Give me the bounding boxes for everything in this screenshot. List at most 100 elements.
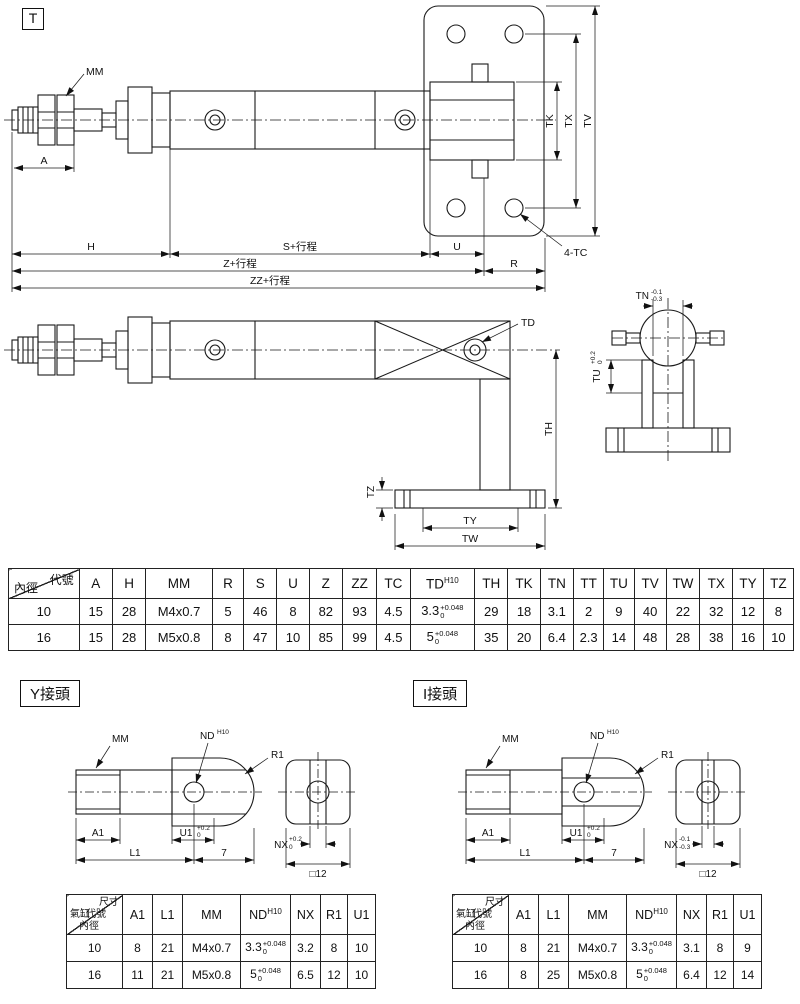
diag-bore-label: 內徑 xyxy=(14,581,39,595)
y-joint-drawing: MM ND H10 R1 A1 U1 +0.2 0 L1 7 NX +0.2 0… xyxy=(68,729,358,880)
bore-cell: 16 xyxy=(452,961,509,989)
side-view-dimensions xyxy=(376,323,562,550)
cell: 99 xyxy=(341,624,378,651)
col-header-U1: U1 xyxy=(733,894,762,935)
cell: 14 xyxy=(603,624,635,651)
cell: 82 xyxy=(308,598,343,625)
col-header-H: H xyxy=(111,568,147,599)
r1-label: R1 xyxy=(271,750,284,761)
i-table-diagonal-header: 尺寸 代號 氣缸 內徑 xyxy=(452,894,509,935)
a-dim-label: A xyxy=(40,155,47,167)
nd-header-text: ND xyxy=(635,908,654,923)
tol-value: 3.3 xyxy=(421,603,440,619)
i-joint-drawing: MM ND H10 R1 A1 U1 +0.2 0 L1 7 NX -0.1 -… xyxy=(458,729,748,880)
cell: 25 xyxy=(538,961,569,989)
tu-tol-lower: 0 xyxy=(597,360,604,364)
diag-bore-label: 內徑 xyxy=(465,921,485,932)
cell: 14 xyxy=(733,961,762,989)
u1-tol-upper: +0.2 xyxy=(197,825,210,832)
tn-dim-label: TN xyxy=(636,291,649,302)
cell: 15 xyxy=(78,598,113,625)
cell: 12 xyxy=(320,961,348,989)
zz-stroke-dim-label: ZZ+行程 xyxy=(250,274,290,287)
cell: M5x0.8 xyxy=(182,961,241,989)
cell: 8 xyxy=(508,934,539,962)
cell: 85 xyxy=(308,624,343,651)
i-joint-table: 尺寸 代號 氣缸 內徑 A1 L1 MM NDH10 NX R1 U1 10 8… xyxy=(452,894,762,989)
tw-dim-label: TW xyxy=(462,533,478,545)
i-joint-dimensions xyxy=(465,742,741,868)
bore-cell: 10 xyxy=(66,934,123,962)
cell: 32 xyxy=(699,598,734,625)
cell: M5x0.8 xyxy=(568,961,627,989)
col-header-L1: L1 xyxy=(538,894,569,935)
col-header-TY: TY xyxy=(732,568,764,599)
cell: 16 xyxy=(732,624,764,651)
tol-lower: 0 xyxy=(434,636,440,646)
tol-value: 5 xyxy=(250,967,257,982)
col-header-A1: A1 xyxy=(122,894,153,935)
tz-dim-label: TZ xyxy=(366,486,377,498)
col-header-A: A xyxy=(78,568,113,599)
z-stroke-dim-label: Z+行程 xyxy=(223,257,257,270)
col-header-S: S xyxy=(243,568,278,599)
a1-dim-label: A1 xyxy=(482,828,495,839)
diag-bore-label: 內徑 xyxy=(79,921,99,932)
tu-dim-label-group: TU +0.2 0 xyxy=(590,351,604,383)
cell: 6.4 xyxy=(676,961,707,989)
cylinder-technical-drawing: MM A H S+行程 U R Z+行程 ZZ+行程 TK TX TV 4-TC xyxy=(4,5,731,550)
col-header-MM: MM xyxy=(182,894,241,935)
col-header-TC: TC xyxy=(376,568,411,599)
cell: 11 xyxy=(122,961,153,989)
diag-size-label: 尺寸 xyxy=(485,897,505,908)
h-dim-label: H xyxy=(87,241,95,253)
diag-cylinder-label: 氣缸 xyxy=(70,909,90,920)
nd-header-text: ND xyxy=(249,908,268,923)
cell: 10 xyxy=(347,934,376,962)
nx-tol-lower: -0.3 xyxy=(679,844,691,851)
tol-lower: 0 xyxy=(440,610,445,620)
main-table-header-row: 代號 內徑 A H MM R S U Z ZZ TC TDH10 TH TK T… xyxy=(8,568,795,599)
col-header-U: U xyxy=(276,568,310,599)
cell: 8 xyxy=(320,934,348,962)
y-joint-dimensions xyxy=(75,742,351,868)
main-dimension-table: 代號 內徑 A H MM R S U Z ZZ TC TDH10 TH TK T… xyxy=(8,568,795,651)
y-table-diagonal-header: 尺寸 代號 氣缸 內徑 xyxy=(66,894,123,935)
cell: 21 xyxy=(538,934,569,962)
cell: 48 xyxy=(633,624,667,651)
cell: 6.5 xyxy=(290,961,321,989)
cell: 21 xyxy=(152,961,183,989)
cell: M4x0.7 xyxy=(145,598,213,625)
tol-upper: +0.048 xyxy=(648,939,672,949)
cell: 28 xyxy=(111,624,147,651)
nx-tol-upper: -0.1 xyxy=(679,836,691,843)
l1-dim-label: L1 xyxy=(519,848,531,859)
cell: 22 xyxy=(665,598,701,625)
col-header-TH: TH xyxy=(474,568,509,599)
cell: 12 xyxy=(706,961,734,989)
square-12-label: □12 xyxy=(309,869,327,880)
cell: 3.1 xyxy=(676,934,707,962)
cell: 35 xyxy=(474,624,509,651)
cell: 29 xyxy=(474,598,509,625)
th-dim-label: TH xyxy=(543,422,555,436)
nd-tolerance-class: H10 xyxy=(607,729,619,736)
u-dim-label: U xyxy=(453,241,461,253)
col-header-R1: R1 xyxy=(320,894,348,935)
tol-value: 5 xyxy=(636,967,643,982)
s-stroke-dim-label: S+行程 xyxy=(283,240,318,253)
cell: 8 xyxy=(122,934,153,962)
cell: 21 xyxy=(152,934,183,962)
cell: 10 xyxy=(762,624,795,651)
tol-value: 3.3 xyxy=(245,940,262,955)
